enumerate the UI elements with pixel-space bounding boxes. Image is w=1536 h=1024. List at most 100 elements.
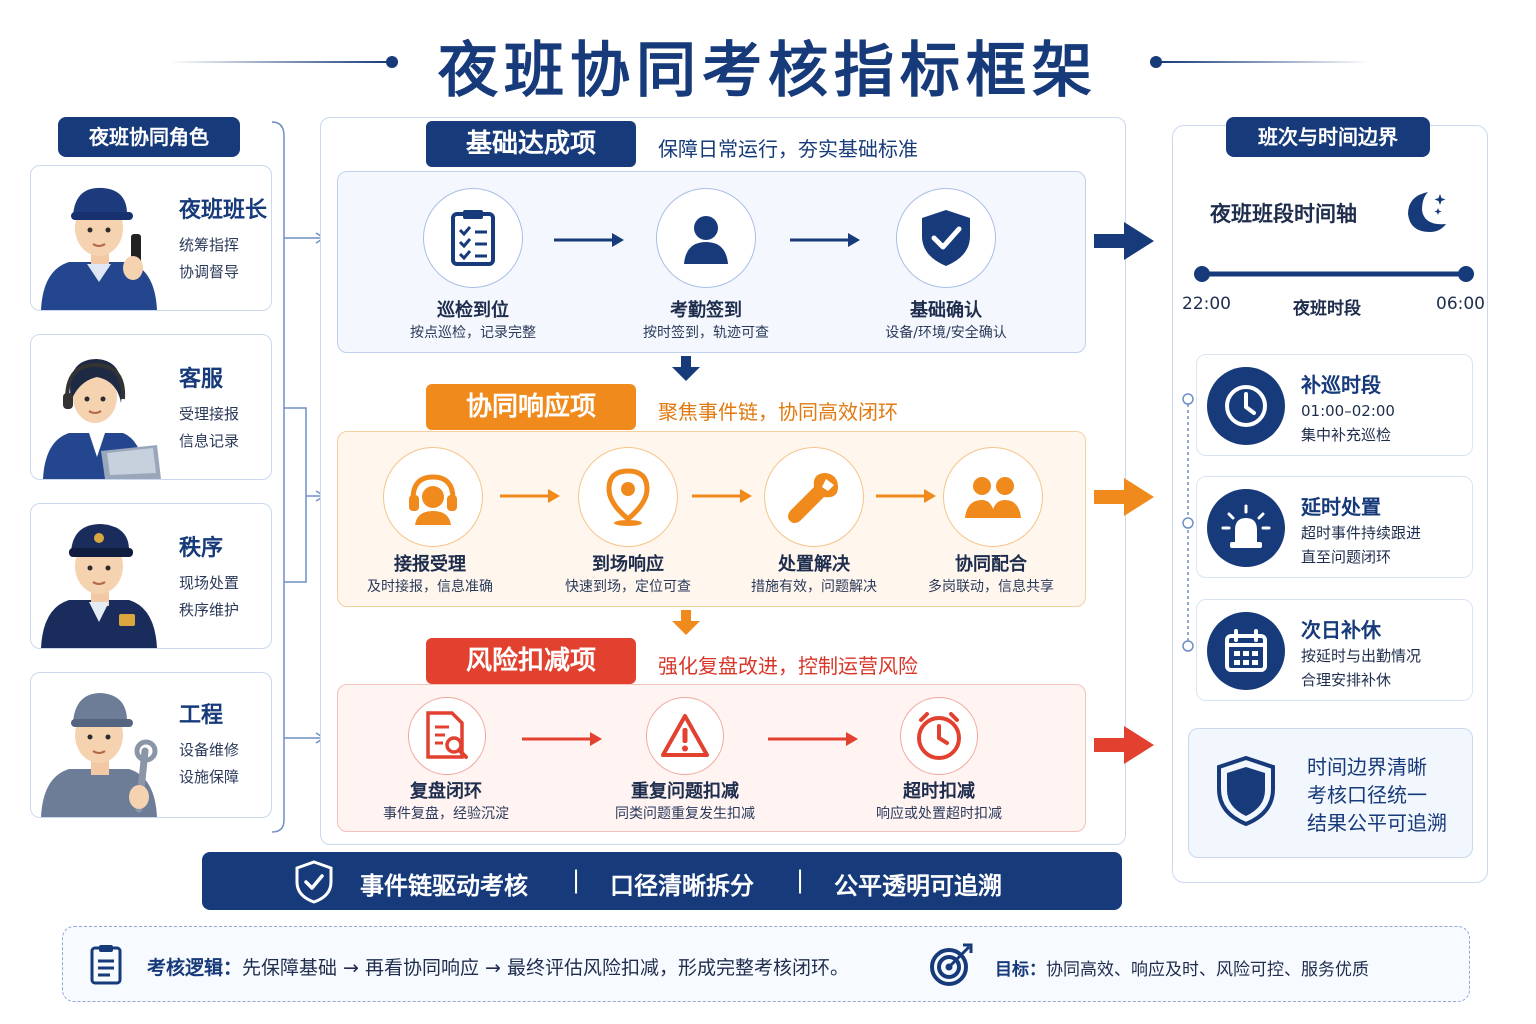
role-name: 工程 <box>179 703 224 728</box>
doc-search-icon <box>408 697 486 775</box>
arrow-right-icon <box>554 233 624 247</box>
banner-part1: 事件链驱动考核 <box>360 872 528 900</box>
item-title: 基础确认 <box>910 300 982 321</box>
item-title: 到场响应 <box>592 554 664 575</box>
section-tag-risk: 风险扣减项 <box>426 638 636 684</box>
role-desc-line: 现场处置 <box>179 574 240 592</box>
shift-leader-figure-icon <box>41 187 157 310</box>
role-desc-line: 秩序维护 <box>179 601 240 619</box>
role-desc-line: 设施保障 <box>179 768 240 786</box>
summary-text: 时间边界清晰 考核口径统一 结果公平可追溯 <box>1307 753 1447 837</box>
moon-stars-icon <box>1408 192 1446 232</box>
timeline-start: 22:00 <box>1182 294 1231 314</box>
headset-icon <box>383 447 483 547</box>
item-title: 复盘闭环 <box>410 781 482 802</box>
target-icon <box>930 943 973 986</box>
role-name: 夜班班长 <box>179 198 268 223</box>
right-card-delay: 延时处置 超时事件持续跟进 直至问题闭环 <box>1196 476 1473 578</box>
panel-basic: 巡检到位 按点巡检，记录完整 考勤签到 按时签到，轨迹可查 基础确认 设备/环境… <box>337 171 1086 353</box>
right-card-desc-line: 合理安排补休 <box>1301 671 1392 689</box>
item-title: 接报受理 <box>394 554 466 575</box>
banner-separator: | <box>572 866 581 894</box>
goal-text: 目标：协同高效、响应及时、风险可控、服务优质 <box>995 955 1369 980</box>
summary-line: 考核口径统一 <box>1307 783 1427 807</box>
timeline-title: 夜班班段时间轴 <box>1210 202 1357 226</box>
location-pin-icon <box>578 447 678 547</box>
wrench-icon <box>764 447 864 547</box>
item-title: 协同配合 <box>955 554 1027 575</box>
role-card-order: 秩序 现场处置 秩序维护 <box>30 503 272 649</box>
logic-label: 考核逻辑： <box>147 957 243 979</box>
arrow-right-icon <box>876 489 936 503</box>
role-desc: 现场处置 秩序维护 <box>179 570 239 624</box>
right-card-title: 补巡时段 <box>1301 373 1381 397</box>
page-title: 夜班协同考核指标框架 <box>438 36 1098 106</box>
big-arrow-right-icon <box>1094 726 1154 764</box>
logic-box: 考核逻辑：先保障基础 → 再看协同响应 → 最终评估风险扣减，形成完整考核闭环。… <box>62 926 1470 1002</box>
arrow-right-icon <box>790 233 860 247</box>
big-arrow-right-icon <box>1094 478 1154 516</box>
role-desc-line: 受理接报 <box>179 405 240 423</box>
clock-icon <box>900 697 978 775</box>
right-card-desc-line: 01:00–02:00 <box>1301 402 1395 420</box>
clock-icon <box>1207 367 1285 445</box>
right-card-desc: 超时事件持续跟进 直至问题闭环 <box>1301 521 1421 569</box>
item-desc: 设备/环境/安全确认 <box>885 325 1007 341</box>
arrow-right-icon <box>500 489 560 503</box>
goal-label: 目标： <box>995 960 1046 980</box>
item-desc: 按点巡检，记录完整 <box>410 325 536 341</box>
right-card-desc-line: 按延时与出勤情况 <box>1301 647 1422 665</box>
right-card-desc-line: 超时事件持续跟进 <box>1301 524 1422 542</box>
role-desc-line: 统筹指挥 <box>179 236 240 254</box>
item-title: 考勤签到 <box>670 300 742 321</box>
timeline-bar <box>1194 266 1474 282</box>
arrow-right-icon <box>522 732 602 746</box>
banner-part2: 口径清晰拆分 <box>610 872 754 900</box>
person-icon <box>656 188 756 288</box>
item-desc: 及时接报，信息准确 <box>367 579 493 595</box>
big-arrow-right-icon <box>1094 222 1154 260</box>
customer-service-figure-icon <box>43 359 161 479</box>
right-dotted-connector <box>1182 393 1194 652</box>
engineer-figure-icon <box>41 693 158 817</box>
title-right-dot <box>1150 56 1162 68</box>
item-desc: 按时签到，轨迹可查 <box>643 325 769 341</box>
banner-separator: | <box>796 866 805 894</box>
right-card-desc: 01:00–02:00 集中补充巡检 <box>1301 399 1395 447</box>
role-card-customer-service: 客服 受理接报 信息记录 <box>30 334 272 480</box>
title-right-line <box>1160 61 1370 63</box>
title-left-dot <box>386 56 398 68</box>
warning-icon <box>646 697 724 775</box>
section-subtitle-risk: 强化复盘改进，控制运营风险 <box>658 654 918 678</box>
alarm-light-icon <box>1207 489 1285 567</box>
goal-content: 协同高效、响应及时、风险可控、服务优质 <box>1046 960 1369 980</box>
arrow-down-icon <box>672 610 700 635</box>
role-desc-line: 协调督导 <box>179 263 240 281</box>
arrow-right-icon <box>692 489 752 503</box>
timeline-end: 06:00 <box>1436 294 1485 314</box>
role-name: 客服 <box>179 367 224 392</box>
arrow-down-icon <box>672 356 700 381</box>
role-desc-line: 信息记录 <box>179 432 240 450</box>
right-card-desc: 按延时与出勤情况 合理安排补休 <box>1301 644 1421 692</box>
clipboard-icon <box>423 188 523 288</box>
section-subtitle-basic: 保障日常运行，夯实基础标准 <box>658 137 918 161</box>
timeline-middle: 夜班时段 <box>1293 299 1361 319</box>
banner-part3: 公平透明可追溯 <box>834 872 1002 900</box>
item-desc: 事件复盘，经验沉淀 <box>383 806 509 822</box>
security-guard-figure-icon <box>41 524 157 648</box>
people-icon <box>943 447 1043 547</box>
shield-icon <box>1217 755 1275 827</box>
right-card-rest: 次日补休 按延时与出勤情况 合理安排补休 <box>1196 599 1473 701</box>
roles-header: 夜班协同角色 <box>58 117 240 157</box>
clipboard-icon <box>90 945 122 985</box>
principles-banner: 事件链驱动考核 | 口径清晰拆分 | 公平透明可追溯 <box>202 852 1122 910</box>
arrow-right-icon <box>768 732 858 746</box>
shield-check-icon <box>295 860 333 904</box>
item-desc: 同类问题重复发生扣减 <box>615 806 755 822</box>
item-desc: 响应或处置超时扣减 <box>876 806 1002 822</box>
summary-line: 结果公平可追溯 <box>1307 811 1447 835</box>
right-card-desc-line: 集中补充巡检 <box>1301 426 1392 444</box>
role-desc: 设备维修 设施保障 <box>179 737 239 791</box>
title-left-line <box>170 61 390 63</box>
